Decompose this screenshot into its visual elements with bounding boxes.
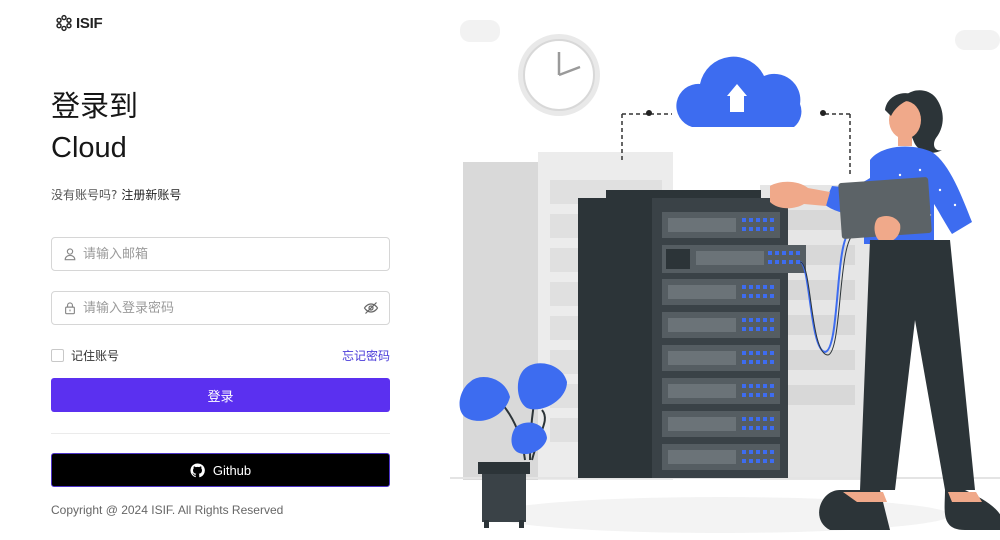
password-field[interactable]	[51, 291, 390, 325]
server-unit-open	[662, 245, 806, 273]
password-input[interactable]	[83, 292, 363, 324]
remember-me: 记住账号	[51, 347, 119, 364]
clock-icon	[518, 34, 600, 116]
github-login-button[interactable]: Github	[51, 453, 390, 487]
page-title-line2: Cloud	[51, 132, 127, 164]
signup-prompt: 没有账号吗?注册新账号	[51, 186, 181, 203]
server-unit	[662, 411, 780, 437]
woman-with-laptop	[770, 90, 1000, 530]
plant	[459, 363, 567, 528]
server-unit	[662, 378, 780, 404]
page-title-line1: 登录到	[51, 89, 139, 123]
bg-building-windows	[775, 210, 855, 405]
remember-checkbox[interactable]	[51, 349, 64, 362]
server-unit	[662, 212, 780, 238]
remember-label: 记住账号	[71, 349, 120, 363]
server-unit	[662, 345, 780, 371]
login-panel: ISIF 登录到 Cloud 没有账号吗?注册新账号 记住账号 忘记密码 登录 …	[0, 0, 430, 540]
brand-logo: ISIF	[55, 14, 103, 32]
email-input[interactable]	[83, 238, 389, 270]
github-icon	[190, 462, 205, 477]
server-unit	[662, 279, 780, 305]
bg-blob	[460, 20, 500, 42]
github-button-label: Github	[212, 462, 252, 478]
server-illustration	[450, 20, 1000, 533]
cloud-upload-icon	[621, 56, 851, 175]
lock-icon	[65, 302, 75, 315]
copyright-text: Copyright @ 2024 ISIF. All Rights Reserv…	[51, 503, 284, 517]
brand-name: ISIF	[76, 14, 103, 32]
bg-blob	[955, 30, 1000, 50]
signup-prompt-text: 没有账号吗?	[51, 188, 118, 202]
cable	[799, 231, 851, 354]
server-rack	[578, 190, 806, 478]
login-button[interactable]: 登录	[51, 378, 390, 412]
page-title: 登录到 Cloud	[51, 85, 138, 169]
forgot-password-link[interactable]: 忘记密码	[342, 349, 391, 363]
signup-link[interactable]: 注册新账号	[121, 188, 182, 202]
divider	[51, 433, 390, 434]
server-unit	[662, 312, 780, 338]
logo-icon	[56, 14, 72, 32]
eye-off-icon[interactable]	[363, 300, 379, 316]
user-icon	[64, 248, 76, 261]
email-field[interactable]	[51, 237, 390, 271]
cable	[799, 233, 855, 356]
server-unit	[662, 444, 780, 470]
